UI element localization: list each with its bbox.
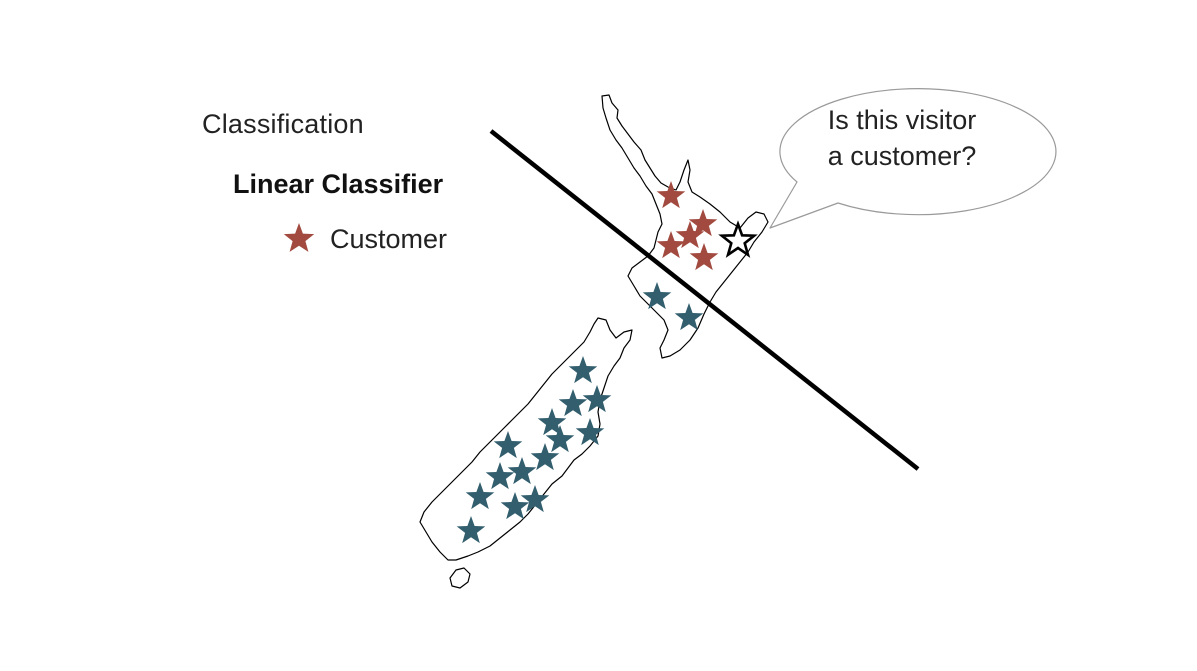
stewart-island-outline	[449, 567, 471, 589]
non-customer-star	[520, 485, 550, 513]
decision-boundary-line	[489, 129, 920, 471]
legend-label: Customer	[330, 223, 448, 254]
non-customer-star	[485, 462, 515, 490]
non-customer-star	[568, 356, 598, 384]
non-customer-star	[642, 282, 672, 310]
non-customer-star	[465, 482, 495, 510]
south-island-outline	[419, 317, 633, 561]
non-customer-star	[575, 418, 605, 446]
customer-star	[688, 209, 718, 237]
speech-bubble-line-1: Is this visitor	[827, 105, 977, 135]
non-customer-star	[537, 408, 567, 436]
heading-classification: Classification	[202, 109, 364, 139]
non-customer-star	[582, 385, 612, 413]
customer-star	[689, 243, 719, 271]
customer-star	[675, 221, 705, 249]
legend-star-shape	[283, 223, 315, 252]
non-customer-star	[530, 443, 560, 471]
north-island-outline	[601, 94, 769, 359]
customer-star	[656, 231, 686, 259]
non-customer-star	[507, 457, 537, 485]
non-customer-star	[674, 303, 704, 331]
legend-star-icon	[283, 223, 315, 252]
non-customer-star	[545, 425, 575, 453]
legend: Customer	[282, 222, 447, 256]
speech-bubble-text: Is this visitor a customer?	[782, 102, 1022, 174]
non-customer-star	[493, 431, 523, 459]
non-customer-star	[500, 492, 530, 520]
non-customer-star	[456, 516, 486, 544]
heading-linear-classifier: Linear Classifier	[233, 169, 444, 199]
customer-star	[656, 181, 686, 209]
non-customer-star	[558, 389, 588, 417]
speech-bubble	[769, 88, 1057, 229]
speech-bubble-line-2: a customer?	[827, 141, 977, 171]
unknown-visitor-star	[718, 220, 758, 258]
